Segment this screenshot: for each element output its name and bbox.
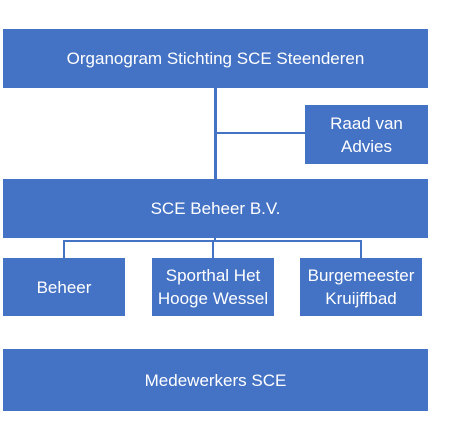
holding-box: SCE Beheer B.V. — [3, 179, 428, 238]
unit-label-zwembad: Burgemeester Kruijffbad — [307, 266, 415, 308]
advisory-board-box: Raad van Advies — [305, 105, 428, 164]
staff-label: Medewerkers SCE — [144, 370, 287, 390]
unit-box-zwembad: Burgemeester Kruijffbad — [300, 258, 422, 316]
advisory-board-label: Raad van Advies — [330, 113, 403, 156]
org-title-box: Organogram Stichting SCE Steenderen — [3, 29, 428, 88]
unit-box-sporthal: Sporthal Het Hooge Wessel — [152, 258, 274, 316]
unit-label-beheer: Beheer — [36, 277, 92, 297]
holding-label: SCE Beheer B.V. — [150, 199, 281, 218]
connector-line-drop-left — [63, 240, 65, 258]
connector-line-drop-right — [360, 240, 362, 258]
connector-line-advisory — [216, 132, 305, 134]
unit-box-beheer: Beheer — [3, 258, 125, 316]
staff-box: Medewerkers SCE — [3, 349, 428, 411]
unit-label-sporthal: Sporthal Het Hooge Wessel — [157, 266, 269, 308]
connector-line-top — [214, 88, 217, 179]
org-title-label: Organogram Stichting SCE Steenderen — [66, 49, 365, 68]
connector-line-drop-middle — [212, 240, 214, 258]
